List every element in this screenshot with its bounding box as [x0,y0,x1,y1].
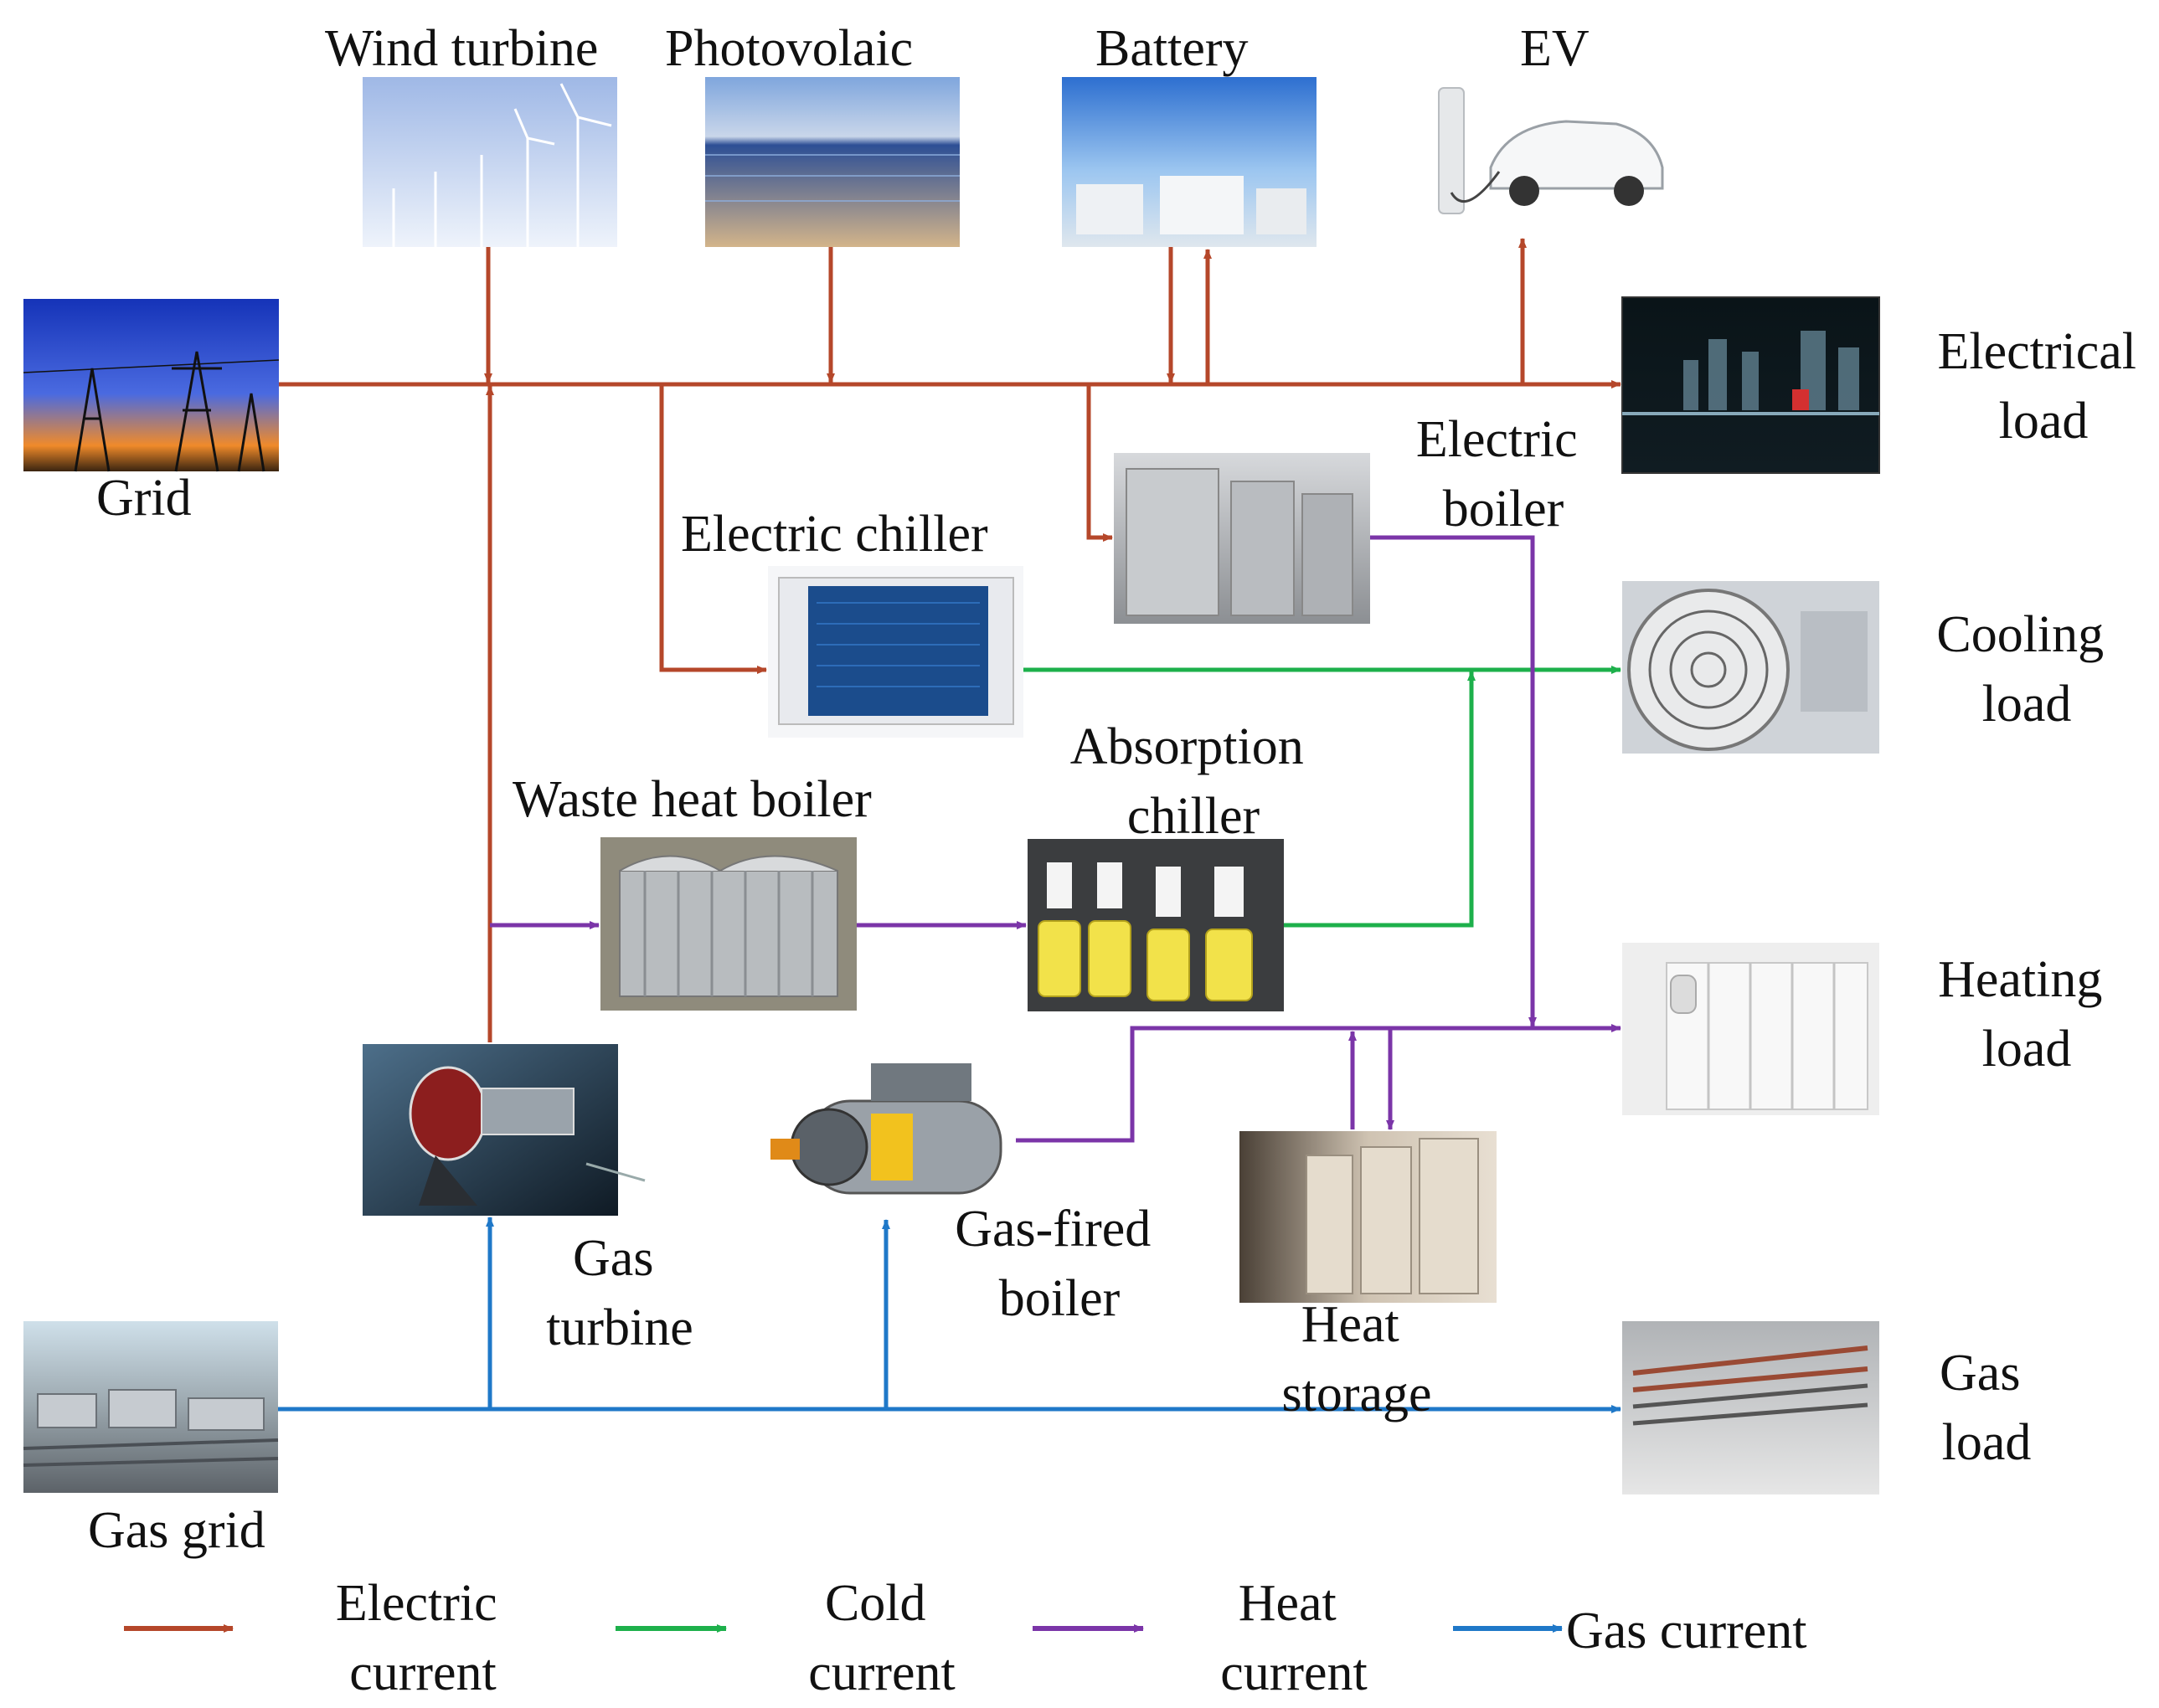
grid-image [23,299,280,472]
heat-current-lines [490,535,1621,1143]
gas-grid-label: Gas grid [88,1502,265,1559]
component-labels: Wind turbine Photovolaic Battery EV Grid… [88,20,2150,1559]
gas-fired-boiler-label: Gas-fired boiler [955,1201,1164,1327]
absorption-chiller-image [1028,839,1284,1011]
gas-current-lines [278,1217,1621,1413]
legend-gas-label: Gas current [1566,1603,1806,1659]
grid-label: Grid [96,470,192,527]
electric-boiler-image [1114,453,1370,624]
electric-chiller-image [768,566,1023,738]
electrical-load-image [1621,296,1880,474]
cold-current-lines [1023,666,1621,928]
cooling-load-label: Cooling load [1936,606,2116,733]
photovoltaic-label: Photovolaic [665,20,913,77]
ev-label: EV [1520,20,1590,77]
wind-turbine-label: Wind turbine [325,20,598,77]
legend-electric-label: Electric current [336,1575,510,1701]
battery-label: Battery [1095,20,1249,77]
gas-load-label: Gas load [1940,1345,2033,1471]
gas-fired-boiler-image [766,1051,1022,1218]
battery-image [1062,77,1317,247]
gas-load-image [1622,1321,1879,1494]
waste-heat-boiler-image [600,837,857,1011]
legend-cold-label: Cold current [808,1575,956,1701]
electric-chiller-label: Electric chiller [681,506,988,563]
wind-turbine-image [363,77,617,247]
heating-load-image [1622,943,1879,1115]
ev-image [1424,77,1667,219]
legend-heat-label: Heat current [1220,1575,1368,1701]
gas-fired-boiler-to-heating-arrow [1016,1024,1621,1143]
electric-boiler-to-heating-arrow [1370,535,1537,1027]
absorption-chiller-label: Absorption chiller [1070,718,1317,845]
bus-to-electric-boiler-arrow [1086,384,1113,542]
heat-storage-label: Heat storage [1281,1296,1431,1422]
cooling-load-image [1622,581,1879,754]
legend: Electric current Cold current Heat curre… [124,1575,1806,1701]
gas-turbine-image [363,1044,646,1216]
electric-current-lines [279,238,1621,1042]
waste-heat-boiler-label: Waste heat boiler [513,771,872,828]
heating-load-label: Heating load [1938,951,2115,1078]
gas-grid-image [23,1321,279,1493]
gas-turbine-label: Gas turbine [546,1230,693,1356]
photovoltaic-image [705,77,960,247]
electrical-load-label: Electrical load [1938,323,2150,450]
bus-to-electric-chiller-arrow [659,384,767,674]
heat-storage-image [1239,1131,1497,1303]
absorption-chiller-to-cooling-arrow [1284,671,1476,928]
electric-boiler-label: Electric boiler [1416,411,1590,538]
